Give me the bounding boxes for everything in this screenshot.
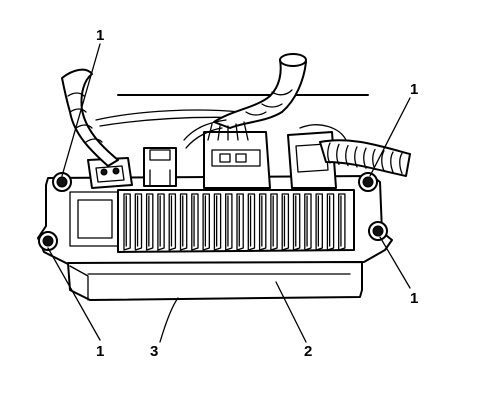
callout-1-right: 1 [410,290,418,307]
bolt-bottom-left [38,231,58,251]
conduit-ring [390,151,394,173]
heat-sink-fin [179,193,188,251]
conduit-ring [345,144,349,167]
recessed-pocket-inner [77,199,113,239]
heat-sink-fin [157,193,165,251]
conduit-ring [363,147,367,169]
heat-sink-fin [134,193,143,251]
conduit-ring [327,142,331,164]
conduit-ring [354,146,358,168]
bolt-top-left [52,172,72,192]
bolt-top-right [358,172,378,192]
heat-sink-fin [292,193,301,251]
heat-sink-fin [281,193,290,251]
module-lower-housing [67,261,363,301]
heat-sink-fin [168,193,177,251]
heat-sink-fins [123,193,346,251]
heat-sink-fin [326,193,335,251]
bolt-right [368,221,388,241]
callout-3: 3 [150,343,158,360]
connector-middle [143,147,177,187]
heat-sink-fin [123,193,131,251]
heat-sink-fin [270,193,278,251]
heat-sink-fin [247,193,256,251]
callout-1-top-right: 1 [410,81,418,98]
heat-sink-fin [145,193,154,251]
heat-sink-fin [202,193,210,251]
conduit-ring [399,152,403,175]
callout-1-top-left: 1 [96,27,104,44]
heat-sink-fin [191,193,199,251]
leader-lines [47,43,411,343]
wire-harness-right [299,124,411,177]
heat-sink-fin [304,193,312,251]
heat-sink-fin [225,193,233,251]
callout-1-bottom-left: 1 [96,343,104,360]
heat-sink-fin [213,193,222,251]
conduit-ring [336,143,340,165]
heat-sink-fin [236,193,244,251]
heat-sink-fin [258,193,267,251]
wire-harness-top [183,53,307,149]
conduit-ring [381,150,385,172]
connector-center [203,131,271,189]
heat-sink-fin [315,193,323,251]
callout-2: 2 [304,343,312,360]
housing-corner-edge [69,265,89,301]
heat-sink-fin [338,193,346,251]
